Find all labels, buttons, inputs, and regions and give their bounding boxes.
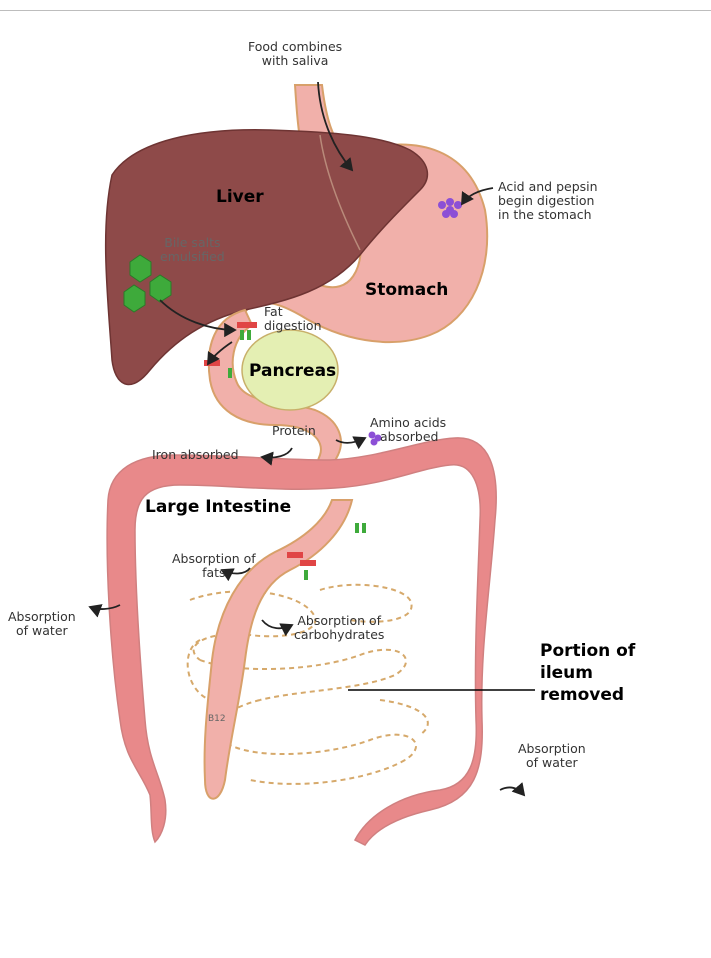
absorption-carbs-note: Absorption of carbohydrates bbox=[294, 614, 384, 642]
protein-note: Protein bbox=[272, 424, 316, 438]
stomach-label: Stomach bbox=[365, 280, 448, 300]
small-intestine-remaining bbox=[205, 500, 352, 799]
b12-note: B12 bbox=[208, 712, 226, 726]
bile-salts-note: Bile salts emulsified bbox=[160, 236, 225, 264]
large-intestine-label: Large Intestine bbox=[145, 497, 291, 517]
acid-pepsin-note: Acid and pepsin begin digestion in the s… bbox=[498, 180, 598, 222]
portion-ileum-removed-callout: Portion of ileum removed bbox=[540, 640, 635, 706]
absorption-fats-note: Absorption of fats bbox=[172, 552, 256, 580]
food-saliva-note: Food combines with saliva bbox=[248, 40, 342, 68]
liver-label: Liver bbox=[216, 187, 264, 207]
amino-acids-note: Amino acids absorbed bbox=[370, 416, 446, 444]
absorption-water-right-note: Absorption of water bbox=[518, 742, 586, 770]
iron-absorbed-note: Iron absorbed bbox=[152, 448, 239, 462]
fat-digestion-note: Fat digestion bbox=[264, 305, 322, 333]
pancreas-label: Pancreas bbox=[249, 361, 336, 381]
absorption-water-left-note: Absorption of water bbox=[8, 610, 76, 638]
